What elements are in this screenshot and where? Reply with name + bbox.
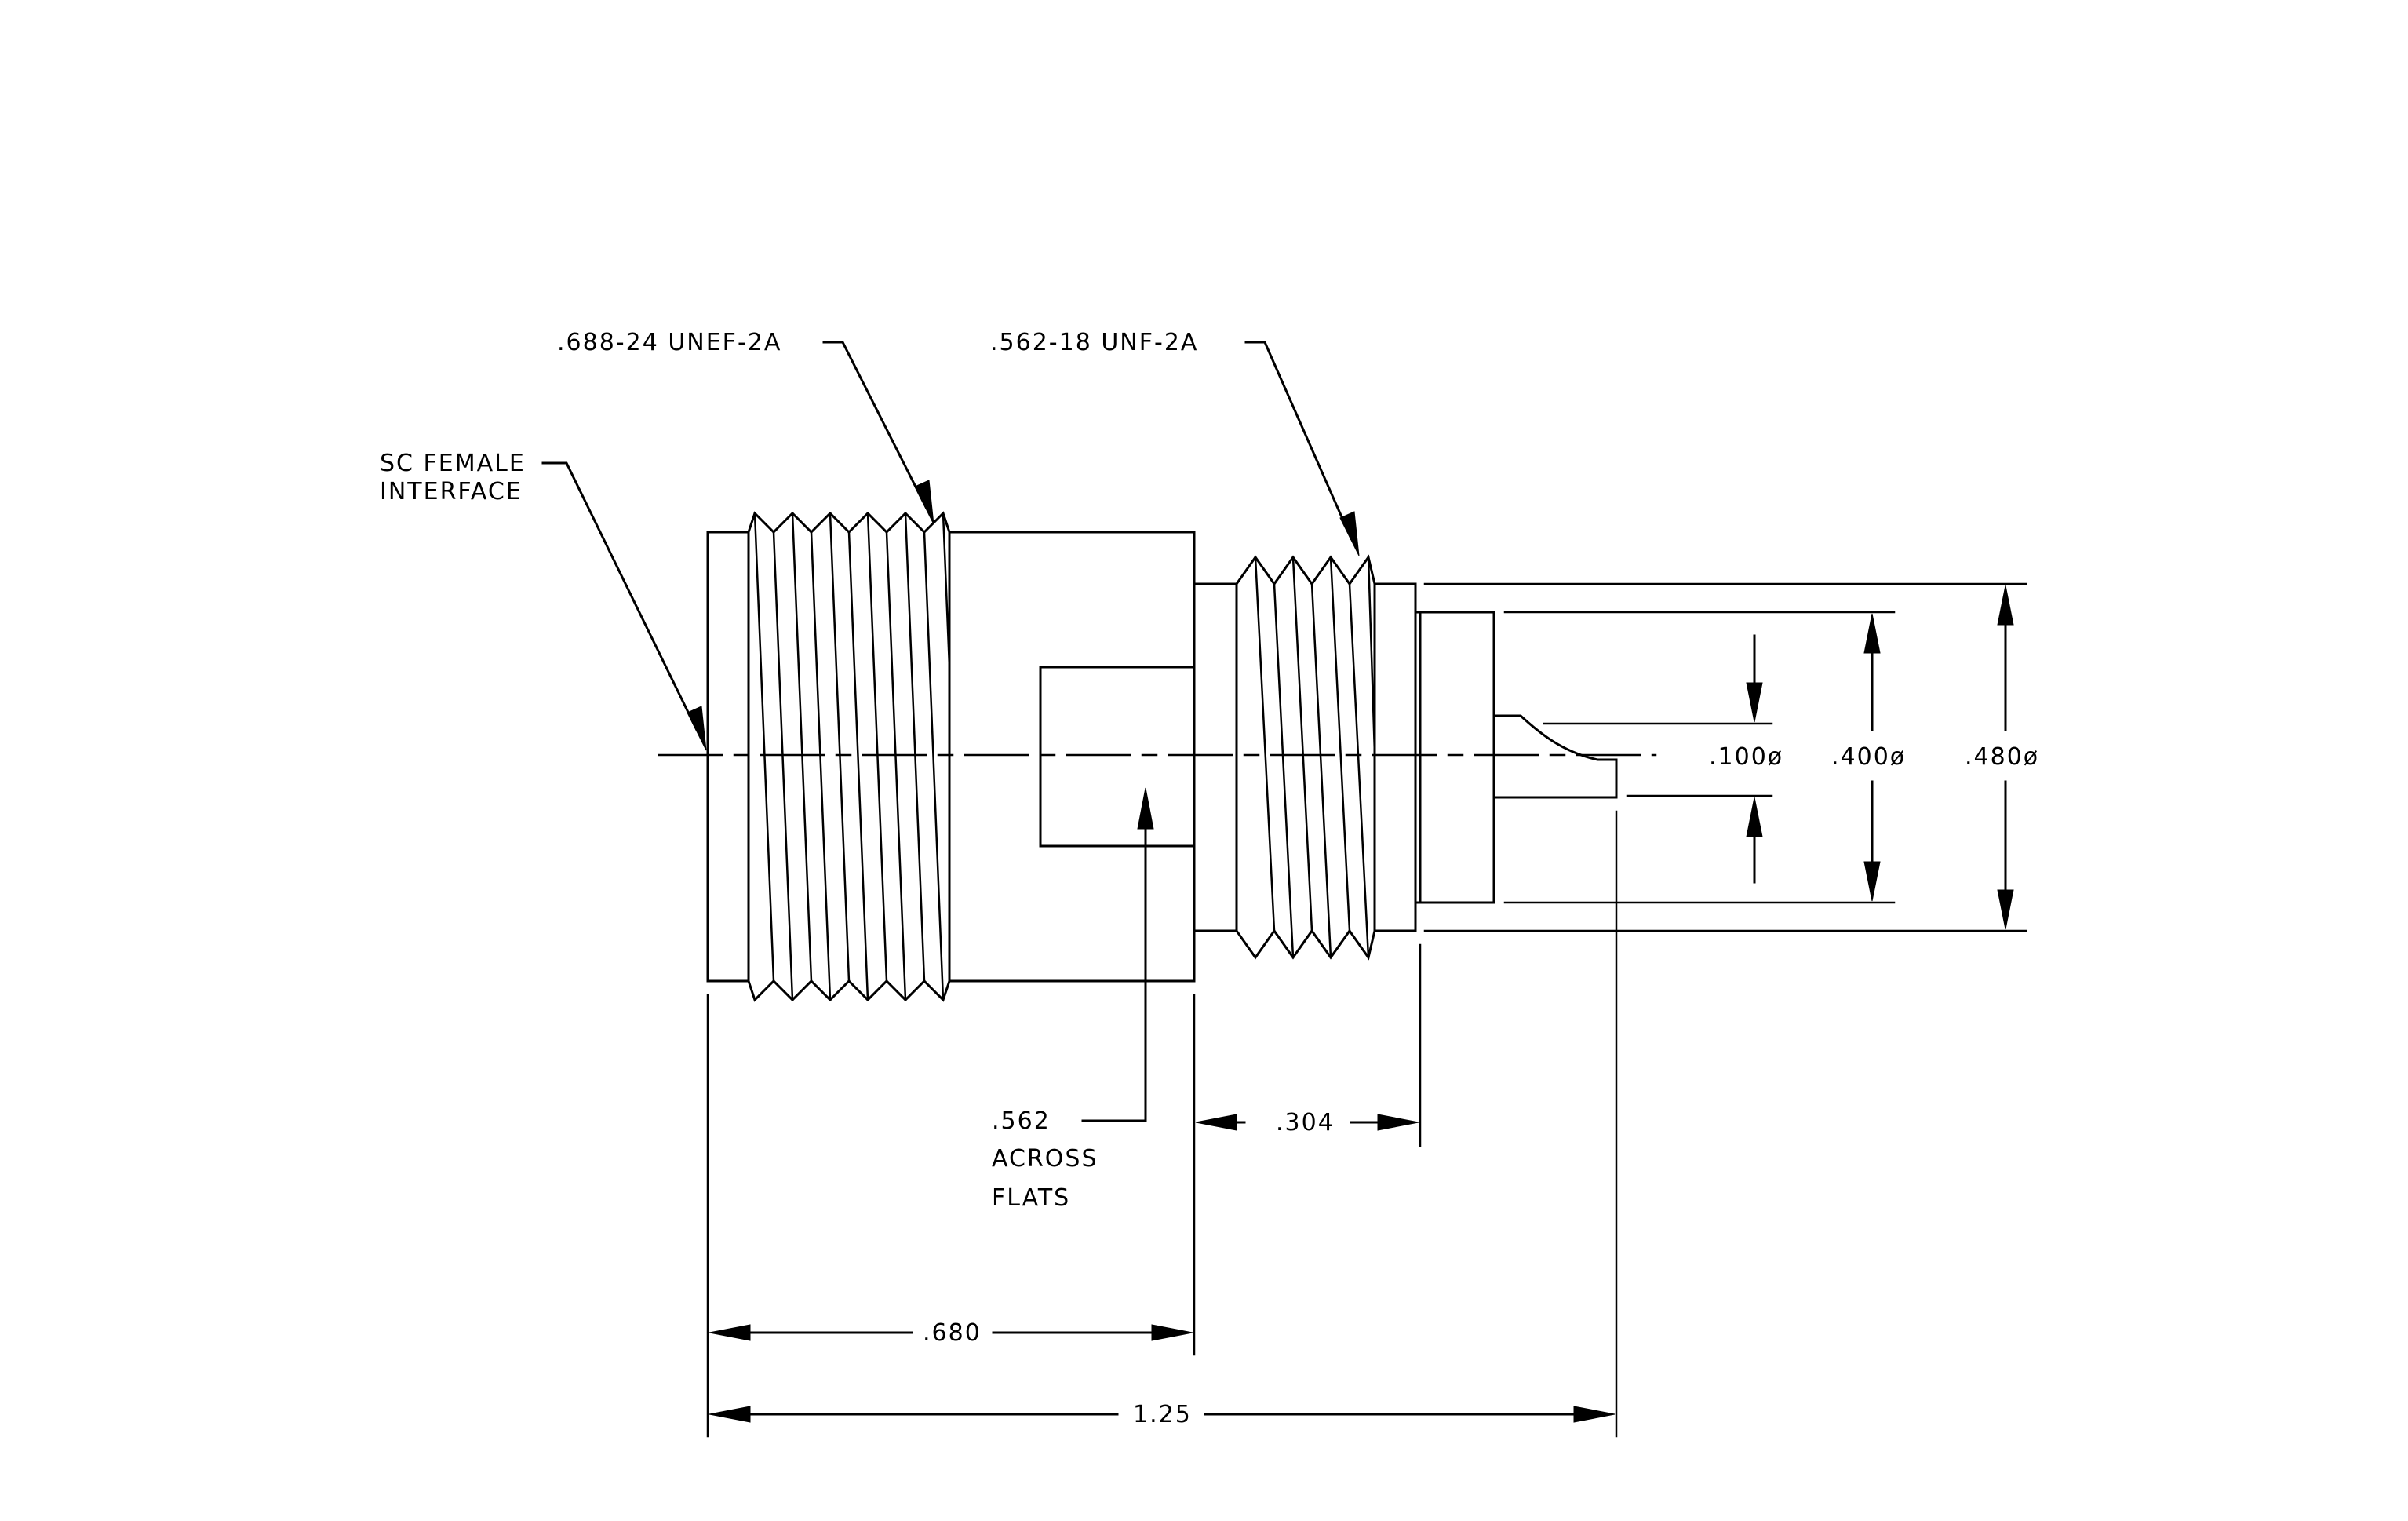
hex-body xyxy=(948,531,1196,983)
flats-label-line2: ACROSS xyxy=(992,1145,1098,1173)
thread-major-leader xyxy=(822,341,934,525)
minor-length-dimension xyxy=(1195,1114,1419,1131)
hex-length-dimension xyxy=(709,1324,1193,1341)
minor-thread xyxy=(1234,554,1376,961)
center-pin xyxy=(1492,714,1618,799)
interface-label-line1: SC FEMALE xyxy=(380,450,526,477)
pin-diameter-dimension xyxy=(1746,634,1763,884)
outer-diameter-label: .480ø xyxy=(1965,743,2040,771)
overall-length-label: 1.25 xyxy=(1133,1401,1192,1428)
major-thread xyxy=(747,511,951,1002)
thread-minor-leader xyxy=(1244,341,1360,556)
front-flange xyxy=(706,531,750,983)
flats-value-label: .562 xyxy=(992,1107,1051,1135)
thread-major-label: .688-24 UNEF-2A xyxy=(557,329,782,356)
outer-diameter-dimension xyxy=(1997,585,2014,930)
flats-leader xyxy=(1081,787,1154,1122)
rear-collar xyxy=(1373,582,1417,932)
minor-length-label: .304 xyxy=(1276,1109,1335,1136)
overall-length-dimension xyxy=(709,1406,1616,1423)
pin-diameter-label: .100ø xyxy=(1709,743,1784,771)
hex-length-label: .680 xyxy=(923,1319,982,1347)
hex-flat-face xyxy=(1039,666,1196,848)
inner-diameter-dimension xyxy=(1863,613,1881,902)
inner-diameter-label: .400ø xyxy=(1831,743,1907,771)
flats-label-line3: FLATS xyxy=(992,1184,1071,1212)
inner-body xyxy=(1419,611,1495,904)
interface-leader xyxy=(541,461,707,751)
neck xyxy=(1193,582,1238,932)
interface-label-line2: INTERFACE xyxy=(380,478,523,505)
thread-minor-label: .562-18 UNF-2A xyxy=(990,329,1199,356)
